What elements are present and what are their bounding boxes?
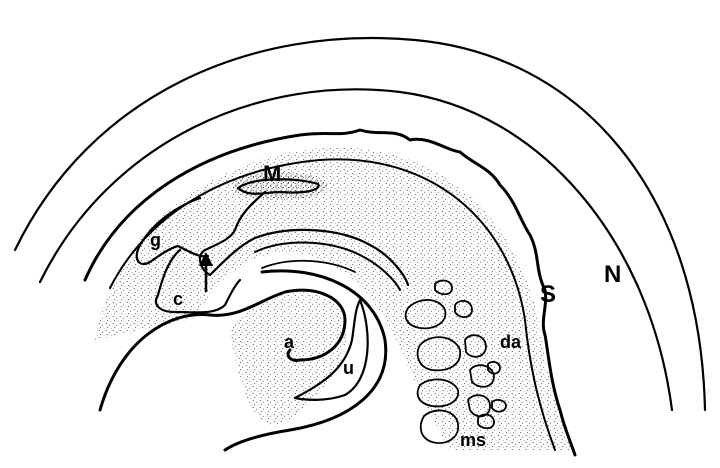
ventral-tissue — [230, 293, 346, 426]
label-ms: ms — [460, 430, 486, 450]
label-da: da — [500, 332, 522, 352]
label-M: M — [263, 161, 281, 186]
label-N: N — [604, 261, 621, 288]
label-g: g — [150, 230, 161, 250]
label-u: u — [343, 358, 354, 378]
label-c: c — [173, 289, 183, 309]
label-S: S — [540, 281, 556, 308]
label-a: a — [284, 332, 295, 352]
